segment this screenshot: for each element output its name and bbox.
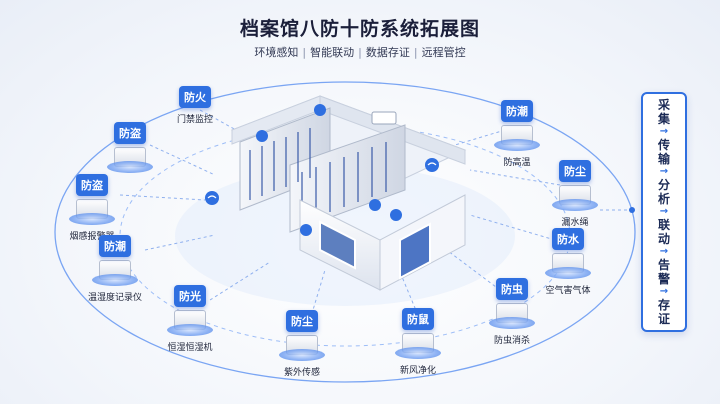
node-label: 防高温	[503, 158, 531, 168]
node-base-disc	[545, 267, 591, 279]
node-label: 防虫消杀	[493, 336, 530, 346]
flow-char: 警	[657, 272, 670, 286]
node-fire[interactable]: 防火 门禁监控	[150, 86, 240, 125]
page-title: 档案馆八防十防系统拓展图	[239, 18, 480, 40]
outer-orbit-ring	[54, 81, 636, 383]
node-base-disc	[489, 317, 535, 329]
node-badge: 防尘	[559, 160, 591, 182]
subtitle-item: 数据存证	[365, 46, 410, 59]
node-insect[interactable]: 防虫 防虫消杀	[467, 278, 557, 346]
node-label: 恒湿恒湿机	[167, 343, 213, 353]
node-label: 新风净化	[399, 366, 436, 376]
node-badge: 防尘	[286, 310, 318, 332]
node-label: 温湿度记录仪	[87, 293, 142, 303]
node-water[interactable]: 防水 空气害气体	[523, 228, 613, 296]
node-badge: 防水	[552, 228, 584, 250]
flow-char: 分	[657, 178, 670, 192]
node-moisture-1[interactable]: 防潮 温湿度记录仪	[70, 235, 160, 303]
arrow-icon: →	[659, 166, 669, 177]
room-door	[399, 222, 431, 280]
node-badge: 防虫	[496, 278, 528, 300]
node-label: 门禁监控	[176, 115, 213, 125]
node-base-disc	[92, 274, 138, 286]
subtitle-item: 智能联动	[310, 46, 355, 59]
room-window	[319, 220, 356, 270]
node-label: 紫外传感	[283, 368, 320, 378]
node-badge: 防火	[179, 86, 211, 108]
node-moisture-2[interactable]: 防潮 防高温	[472, 100, 562, 168]
node-rodent[interactable]: 防鼠 新风净化	[373, 308, 463, 376]
flow-char: 采	[657, 98, 670, 112]
process-flow-panel: 采 集 → 传 输 → 分 析 → 联 动 → 告 警 → 存 证	[641, 92, 687, 332]
node-badge: 防潮	[501, 100, 533, 122]
arrow-icon: →	[659, 206, 669, 217]
arrow-icon: →	[659, 246, 669, 257]
node-base-disc	[107, 161, 153, 173]
arrow-icon: →	[659, 126, 669, 137]
subtitle: 环境感知|智能联动|数据存证|远程管控	[254, 46, 466, 59]
flow-char: 传	[657, 138, 670, 152]
flow-char: 联	[657, 218, 670, 232]
node-light[interactable]: 防光 恒湿恒湿机	[145, 285, 235, 353]
flow-char: 告	[657, 258, 670, 272]
node-base-disc	[552, 199, 598, 211]
node-base-disc	[167, 324, 213, 336]
flow-char: 析	[657, 192, 670, 206]
node-theft-1[interactable]: 防盗	[85, 122, 175, 173]
node-badge: 防光	[174, 285, 206, 307]
wifi-icon	[205, 158, 439, 236]
node-badge: 防鼠	[402, 308, 434, 330]
node-label: 漏水绳	[561, 218, 589, 228]
flow-char: 输	[657, 152, 670, 166]
node-badge: 防盗	[114, 122, 146, 144]
node-label: 烟感报警器	[69, 232, 115, 242]
subtitle-item: 远程管控	[421, 46, 466, 59]
flow-connector-dot	[629, 207, 635, 213]
node-badge: 防盗	[76, 174, 108, 196]
flow-char: 集	[657, 112, 670, 126]
node-base-disc	[279, 349, 325, 361]
node-theft-2[interactable]: 防盗 烟感报警器	[47, 174, 137, 242]
node-base-disc	[395, 347, 441, 359]
air-conditioner-icon	[371, 111, 397, 125]
arrow-icon: →	[659, 286, 669, 297]
subtitle-item: 环境感知	[254, 46, 299, 59]
node-badge: 防潮	[99, 235, 131, 257]
node-label: 空气害气体	[545, 286, 591, 296]
node-dust-1[interactable]: 防尘 紫外传感	[257, 310, 347, 378]
node-base-disc	[69, 213, 115, 225]
flow-char: 动	[657, 232, 670, 246]
node-base-disc	[494, 139, 540, 151]
flow-char: 证	[657, 312, 670, 326]
node-dust-2[interactable]: 防尘 漏水绳	[530, 160, 620, 228]
location-pin-icon	[256, 104, 402, 221]
flow-char: 存	[657, 298, 670, 312]
